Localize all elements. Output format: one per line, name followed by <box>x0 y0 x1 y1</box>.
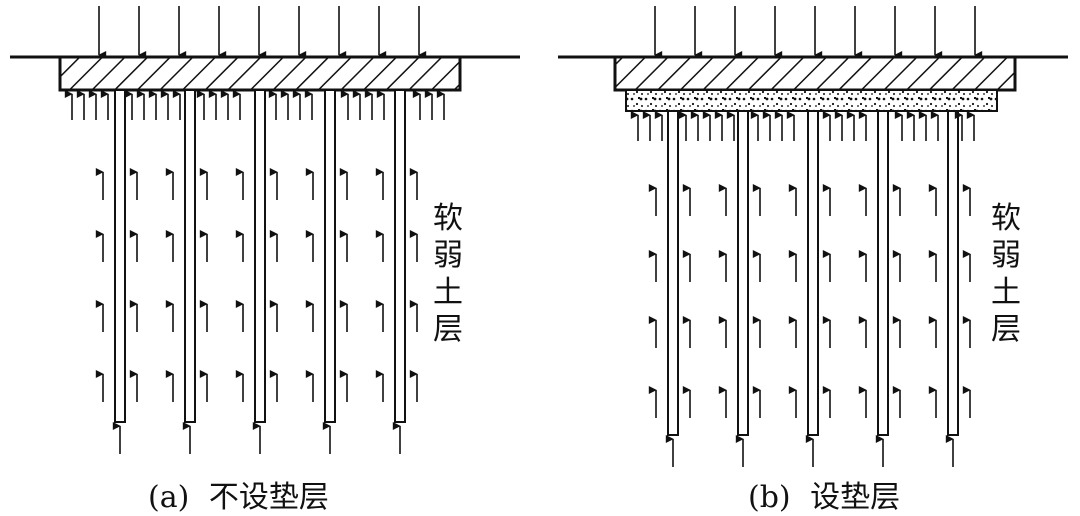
pile <box>324 89 336 423</box>
panel-b-with-cushion <box>558 6 1068 467</box>
caption-b: (b) 设垫层 <box>748 472 900 516</box>
pile-cap <box>58 55 462 92</box>
soil-layer-label-b: 软 弱 土 层 <box>986 200 1026 348</box>
caption-b-label: (b) <box>748 480 791 515</box>
pile <box>394 89 406 423</box>
soil-label-char: 层 <box>991 312 1021 347</box>
pile <box>737 110 749 436</box>
caption-b-text: 设垫层 <box>810 480 901 515</box>
pile-cap <box>613 55 1017 92</box>
soil-label-char: 软 <box>433 201 463 236</box>
soil-label-char: 软 <box>991 201 1021 236</box>
soil-label-char: 弱 <box>991 238 1021 273</box>
pile <box>947 110 959 436</box>
soil-label-char: 土 <box>991 275 1021 310</box>
caption-a: (a) 不设垫层 <box>148 472 329 516</box>
soil-layer-label-a: 软 弱 土 层 <box>428 200 468 348</box>
pile <box>254 89 266 423</box>
soil-label-char: 土 <box>433 275 463 310</box>
soil-label-char: 弱 <box>433 238 463 273</box>
pile <box>184 89 196 423</box>
soil-label-char: 层 <box>433 312 463 347</box>
caption-a-label: (a) <box>148 480 190 515</box>
pile <box>877 110 889 436</box>
pile <box>114 89 126 423</box>
cushion-layer <box>625 89 998 112</box>
pile <box>807 110 819 436</box>
caption-a-text: 不设垫层 <box>208 480 329 515</box>
panel-a-no-cushion <box>10 6 520 454</box>
pile <box>667 110 679 436</box>
